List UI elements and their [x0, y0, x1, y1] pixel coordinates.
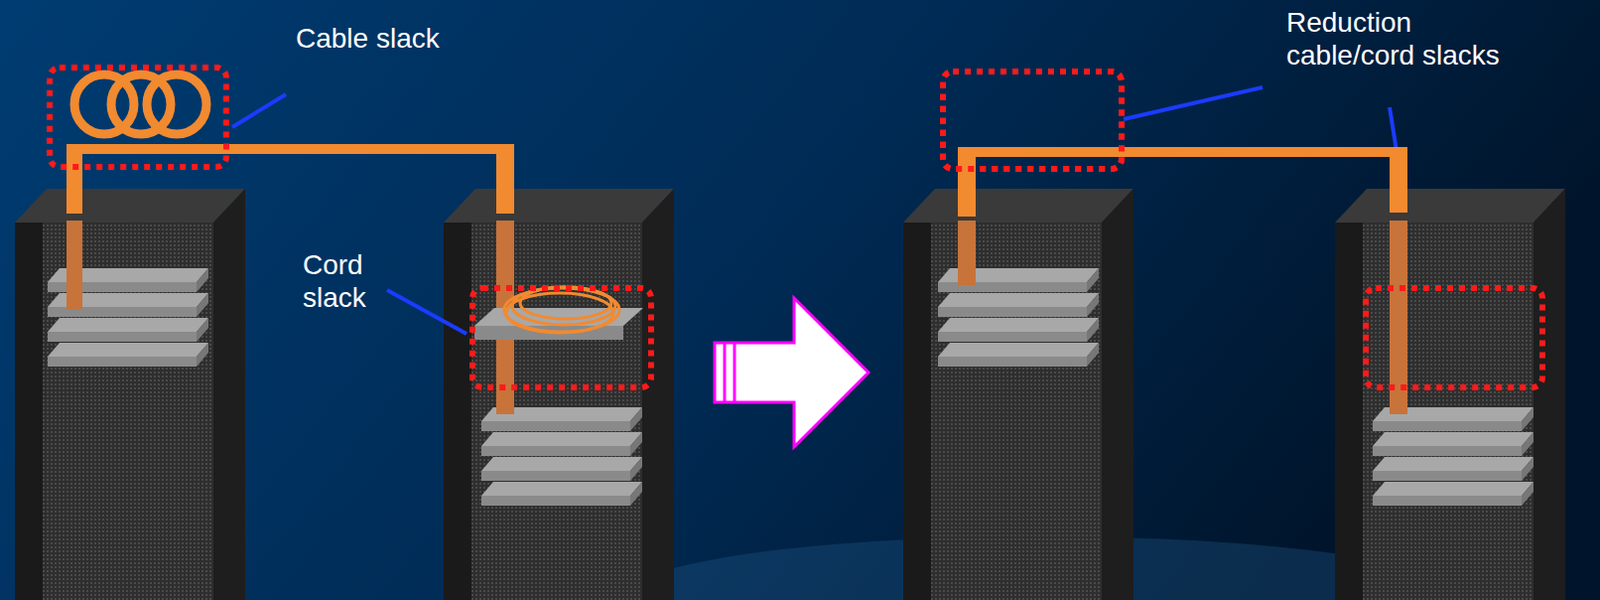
reduction-label: Reduction cable/cord slacks	[1286, 5, 1525, 72]
cord-slack-label: Cord slack	[302, 248, 398, 314]
cable-slack-label: Cable slack	[295, 21, 554, 55]
